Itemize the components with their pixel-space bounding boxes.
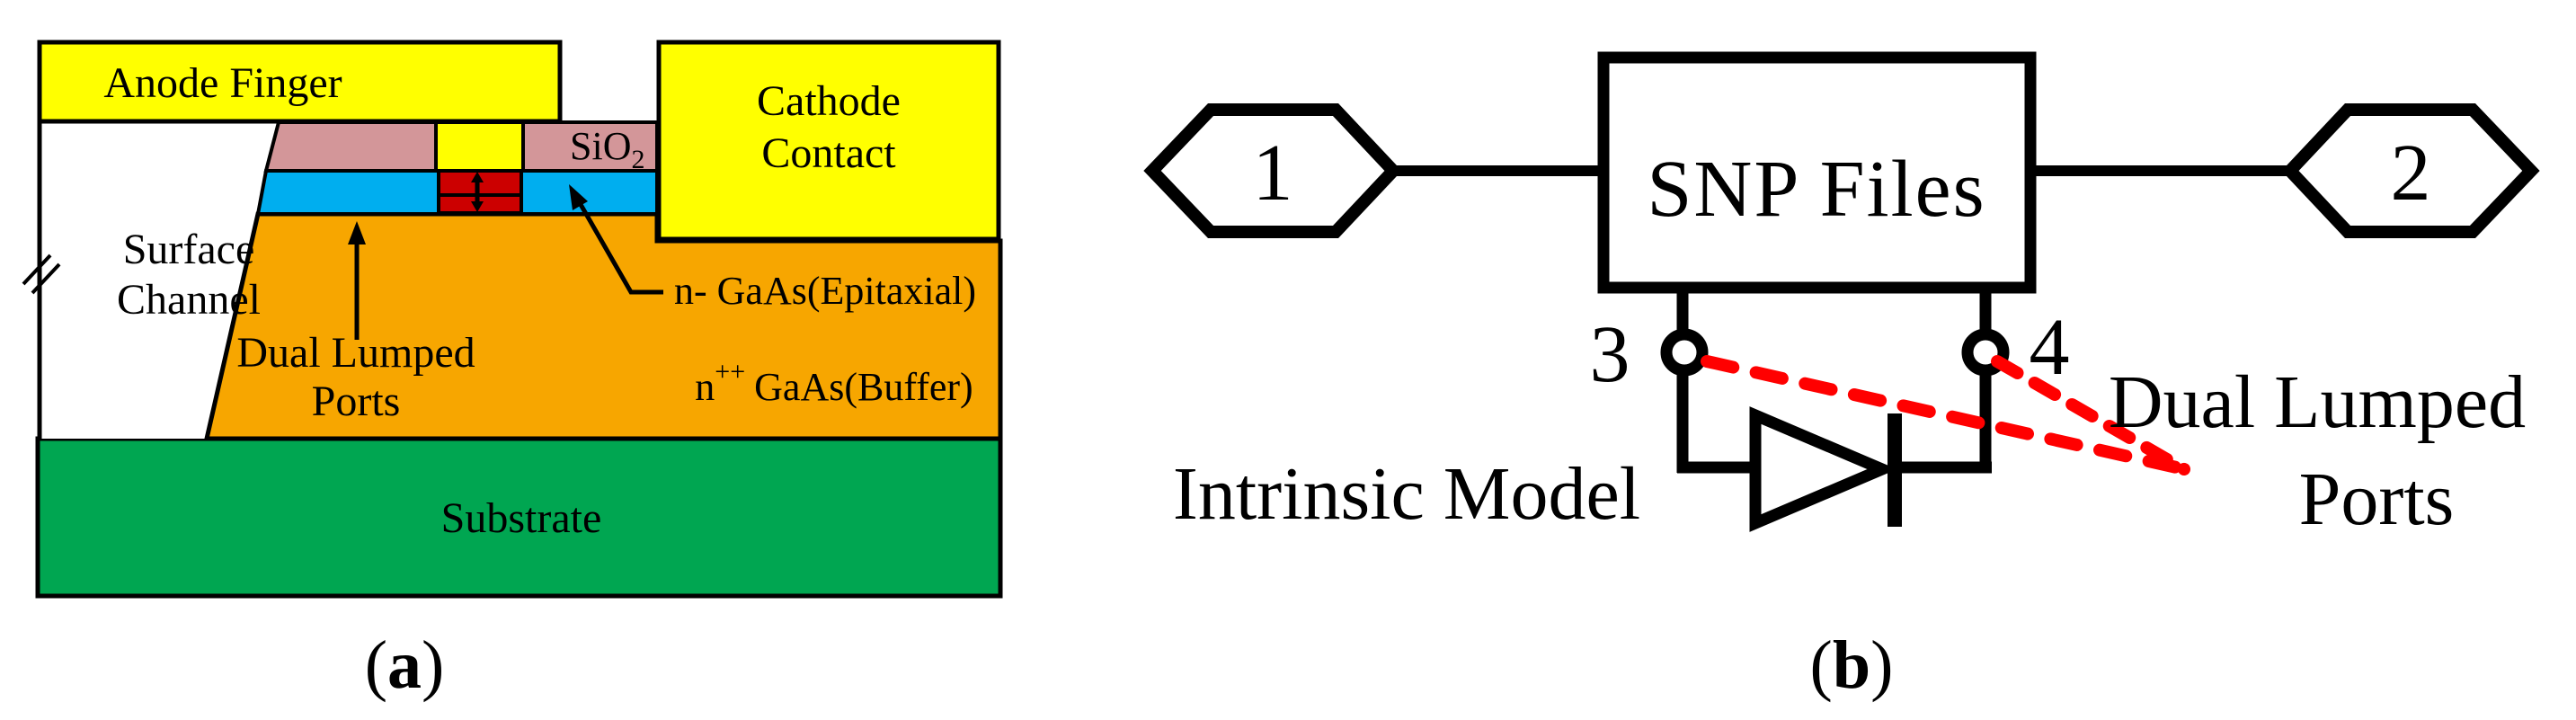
substrate-layer [35,436,1003,599]
port3-terminal-icon [1660,328,1709,377]
cathode-contact-label-line1: Cathode [757,77,901,125]
port3-label: 3 [1590,310,1630,399]
break-mark-icon [31,262,61,295]
epitaxial-label: n- GaAs(Epitaxial) [674,269,976,313]
red-dashed-line-port3 [1701,355,2187,475]
port2-label: 2 [2391,129,2431,218]
snp-files-label: SNP Files [1647,145,1985,234]
substrate-label: Substrate [441,494,602,542]
intrinsic-model-label: Intrinsic Model [1173,452,1640,536]
cathode-contact-layer [656,40,1001,242]
sio2-subscript: 2 [631,145,644,174]
anode-via-plug [434,120,525,173]
break-mark-icon [22,253,52,286]
surface-channel-label-line2: Channel [117,276,261,324]
anode-finger-label: Anode Finger [103,59,342,107]
port-arrow-down-icon [471,201,484,212]
epitaxial-leader-line [573,193,663,295]
panel-b-label: (b) [1810,627,1894,703]
anode-finger-layer [37,40,563,124]
sio2-label: SiO2 [570,124,644,174]
red-dashed-line-port4 [1991,355,2190,476]
dual-lumped-ports-label-line1: Dual Lumped [236,329,475,377]
panel-a-device-cross-section: Anode Finger Cathode Contact SiO2 Surfac… [22,40,1003,703]
cathode-contact-label-line2: Contact [761,129,896,177]
dual-lumped-ports-annotation-line2: Ports [2299,458,2455,541]
snp-files-box [1597,51,2037,294]
diode-triangle-icon [1749,406,1897,532]
panel-b-circuit-schematic: 1 SNP Files 2 3 4 Intrinsic Model Dual L… [1143,51,2540,703]
port1-label: 1 [1253,129,1293,218]
port-arrow-up-icon [471,172,484,182]
dual-lumped-ports-label-line2: Ports [312,378,401,425]
surface-channel-label-line1: Surface [123,226,255,273]
dual-lumped-ports-annotation-line1: Dual Lumped [2109,360,2526,444]
buffer-superscript: ++ [715,357,745,387]
port2-hexagon [2281,103,2540,238]
epitaxial-leader-arrowhead-icon [569,184,588,210]
buffer-label: n++GaAs(Buffer) [695,357,973,409]
panel-a-label: (a) [365,627,445,703]
surface-channel-region [40,121,279,439]
ports-leader-arrowhead-icon [348,221,366,244]
